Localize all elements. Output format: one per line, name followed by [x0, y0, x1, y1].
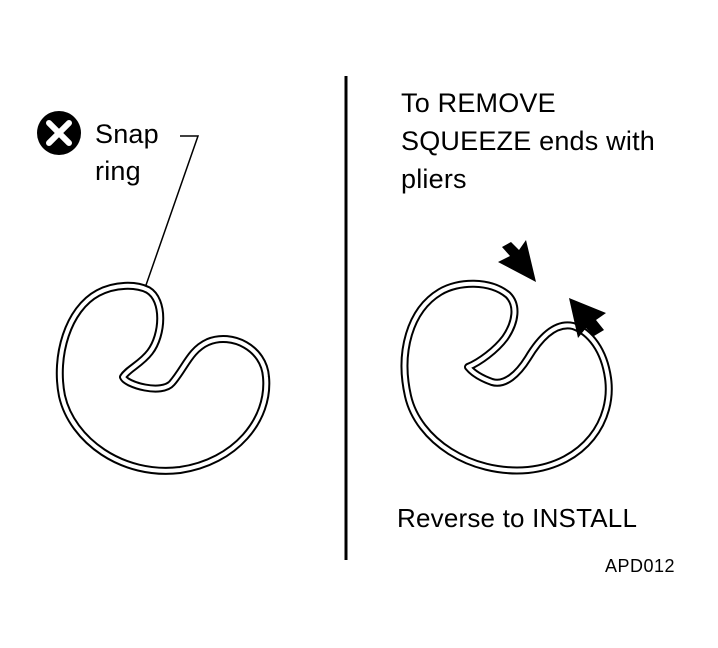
snap-ring-label-line: ring — [95, 156, 141, 186]
snap-ring-label-line: Snap — [95, 119, 159, 149]
snap-ring-label: Snap ring — [95, 116, 159, 190]
snap-ring-open — [400, 279, 613, 475]
arrow-icon — [498, 240, 536, 282]
arrow-icon — [569, 298, 606, 338]
figure-code: APD012 — [605, 556, 676, 576]
removal-instruction-line: SQUEEZE ends with — [401, 126, 655, 156]
circled-x-icon — [37, 111, 81, 155]
removal-instruction: To REMOVE SQUEEZE ends with pliers — [401, 84, 655, 198]
removal-instruction-line: To REMOVE — [401, 88, 556, 118]
leader-line — [144, 135, 200, 289]
install-instruction: Reverse to INSTALL — [397, 503, 638, 533]
removal-instruction-line: pliers — [401, 164, 467, 194]
snap-ring-closed — [55, 281, 271, 475]
